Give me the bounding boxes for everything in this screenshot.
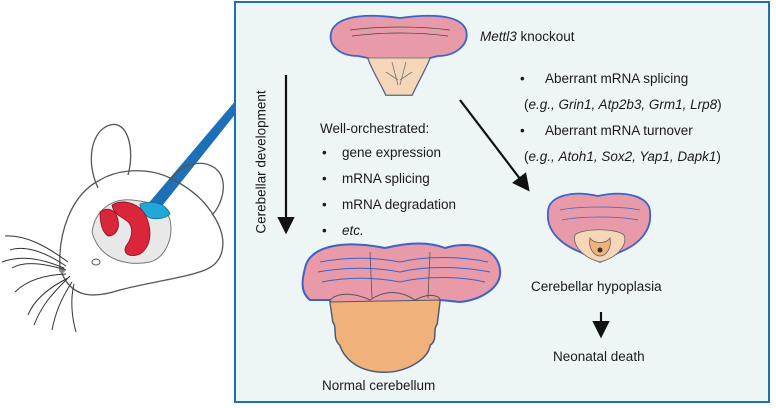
mouse-ear-right (169, 162, 224, 216)
splicing-gene-list: Grin1, Atp2b3, Grm1, Lrp8 (558, 97, 718, 112)
splicing-genes: (e.g., Grin1, Atp2b3, Grm1, Lrp8) (524, 98, 722, 112)
knockout-arrow (459, 99, 530, 192)
paren-open: ( (524, 149, 529, 164)
zoom-wedge (147, 99, 237, 211)
gene-name: Mettl3 (480, 29, 517, 44)
bullet-1: • (322, 145, 327, 160)
normal-outcome: Normal cerebellum (322, 378, 436, 393)
bullet-4: • (322, 223, 327, 238)
title-suffix: knockout (516, 29, 575, 44)
development-axis-label: Cerebellar development (253, 90, 269, 234)
normal-item-1: gene expression (342, 145, 442, 160)
bullet-6: • (520, 123, 525, 138)
eg-text: e.g., (528, 149, 555, 164)
mouse-eye (91, 258, 101, 266)
hypoplastic-cerebellum (547, 192, 652, 264)
brain-region-red-2 (99, 208, 119, 237)
diagram-panel (234, 1, 770, 403)
normal-item-3: mRNA degradation (342, 197, 457, 212)
bullet-5: • (520, 71, 525, 86)
normal-item-4: etc. (342, 223, 364, 238)
normal-heading: Well-orchestrated: (320, 121, 430, 136)
turnover-gene-list: Atoh1, Sox2, Yap1, Dapk1 (558, 149, 717, 164)
mouse-ear-left (90, 123, 132, 189)
mouse-whiskers (1, 235, 77, 333)
paren-open: ( (524, 97, 529, 112)
turnover-genes: (e.g., Atoh1, Sox2, Yap1, Dapk1) (524, 150, 721, 164)
normal-item-2: mRNA splicing (342, 171, 430, 186)
splicing-label: Aberrant mRNA splicing (545, 71, 689, 86)
neonatal-death-label: Neonatal death (553, 349, 645, 364)
knockout-title: Mettl3 knockout (480, 30, 575, 44)
turnover-label: Aberrant mRNA turnover (545, 123, 693, 138)
hypoplasia-label: Cerebellar hypoplasia (531, 279, 662, 294)
bullet-2: • (322, 171, 327, 186)
paren-close: ) (717, 97, 722, 112)
paren-close: ) (716, 149, 721, 164)
eg-text: e.g., (528, 97, 555, 112)
brain-region-red (111, 201, 151, 256)
bullet-3: • (322, 197, 327, 212)
normal-cerebellum (301, 242, 502, 374)
knockout-brain-top (329, 14, 468, 96)
